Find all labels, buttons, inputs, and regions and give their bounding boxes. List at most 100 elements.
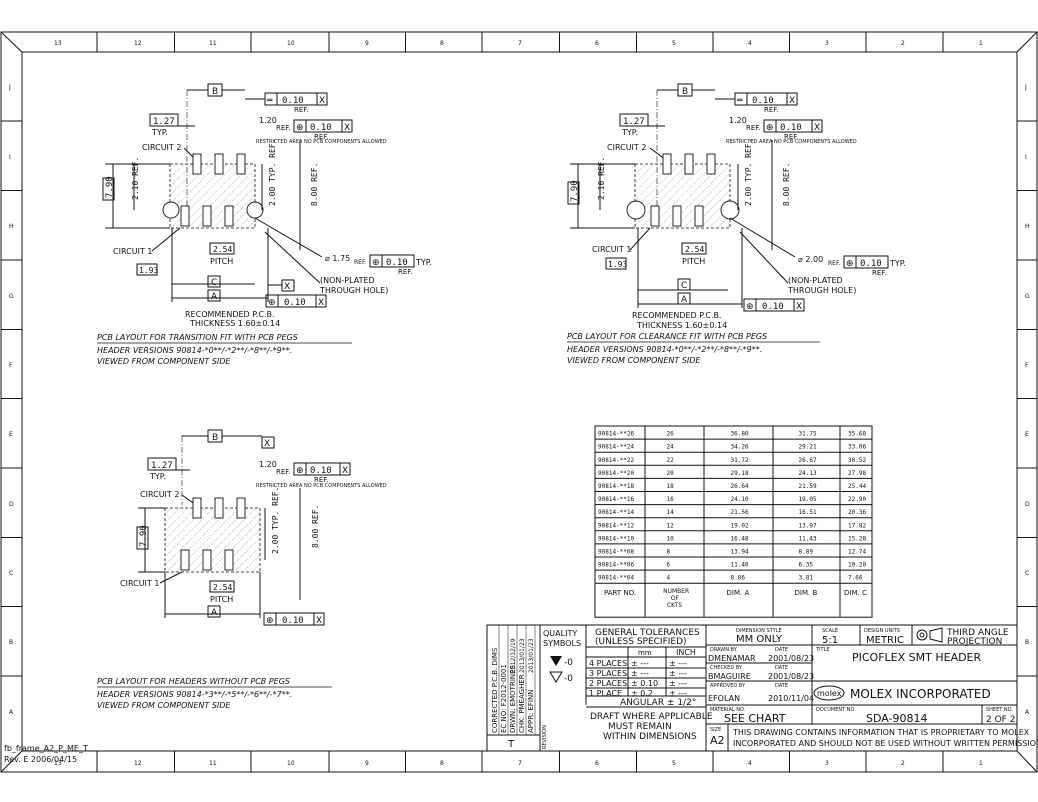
svg-text:VIEWED FROM COMPONENT SIDE: VIEWED FROM COMPONENT SIDE (97, 357, 231, 366)
table-cell: 90814-**14 (598, 509, 635, 516)
svg-text:⊕: ⊕ (766, 123, 774, 133)
revision-date: 2012/12/19 (510, 638, 517, 673)
table-cell: 18 (667, 483, 675, 490)
svg-text:0.10: 0.10 (310, 123, 332, 133)
svg-text:REF.: REF. (398, 268, 412, 276)
svg-text:SYMBOLS: SYMBOLS (543, 639, 581, 648)
zone-col-13: 13 (54, 40, 62, 47)
hole-diameter: ⌀ 1.75 (325, 254, 350, 263)
tolerance-inch: ± --- (669, 669, 687, 678)
zone-col-3: 3 (825, 760, 829, 767)
table-cell: 12.74 (848, 549, 866, 556)
svg-text:REF.: REF. (872, 269, 886, 277)
zone-col-5: 5 (672, 760, 676, 767)
pcb-layout-transition-fit: B ═ 0.10 X REF. 1.27 TYP. 1.20 REF. ⊕ 0.… (97, 83, 432, 366)
revision-date: 2013/01/23 (519, 638, 526, 673)
svg-text:TYP.: TYP. (621, 128, 638, 137)
svg-text:2001/08/23: 2001/08/23 (768, 654, 814, 663)
svg-text:REF.: REF. (276, 468, 290, 476)
table-cell: 90814-**12 (598, 522, 635, 529)
svg-text:INCORPORATED AND SHOULD NOT BE: INCORPORATED AND SHOULD NOT BE USED WITH… (733, 739, 1038, 748)
table-header: DIM. B (795, 589, 818, 597)
tolerance-mm: ± --- (631, 659, 649, 668)
svg-text:⊕: ⊕ (296, 123, 304, 133)
table-header: PART NO. (604, 589, 636, 597)
pcb-layout-clearance-fit: B ═ 0.10 X REF. 1.27 TYP. 1.20 REF. ⊕ 0.… (567, 83, 906, 365)
svg-text:DIMENSION STYLE: DIMENSION STYLE (736, 628, 782, 634)
svg-text:MATERIAL NO.: MATERIAL NO. (710, 707, 746, 713)
zone-row-H: H (9, 223, 14, 230)
table-cell: 29.18 (731, 470, 749, 477)
circuit-2-label: CIRCUIT 2 (142, 143, 181, 152)
table-cell: 90814-**18 (598, 483, 635, 490)
zone-row-B: B (9, 639, 13, 646)
table-cell: 29.21 (799, 444, 817, 451)
svg-text:C: C (681, 281, 687, 291)
table-cell: 30.52 (848, 457, 866, 464)
zone-row-C-right: C (1025, 570, 1029, 577)
svg-text:CHECKED BY: CHECKED BY (710, 665, 743, 671)
revision-entry: CHK: PMEAGHER (518, 674, 526, 733)
svg-text:RECOMMENDED P.C.B.: RECOMMENDED P.C.B. (632, 311, 722, 320)
table-cell: 90814-**04 (598, 575, 635, 582)
zone-row-E-right: E (1025, 431, 1029, 438)
svg-text:DOCUMENT NO.: DOCUMENT NO. (816, 707, 856, 713)
table-cell: 90814-**24 (598, 444, 635, 451)
zone-col-6: 6 (595, 760, 599, 767)
zone-col-12: 12 (134, 760, 142, 767)
table-cell: 25.44 (848, 483, 866, 490)
svg-text:(NON-PLATED: (NON-PLATED (788, 276, 843, 285)
table-cell: 90814-**20 (598, 470, 635, 477)
material-number: SEE CHART (724, 712, 786, 725)
tolerance-inch: ± --- (669, 659, 687, 668)
zone-col-1: 1 (979, 40, 983, 47)
svg-text:1.20: 1.20 (259, 460, 277, 469)
table-cell: 13.97 (799, 522, 817, 529)
svg-text:TYP.: TYP. (889, 259, 906, 268)
svg-text:2010/11/04: 2010/11/04 (768, 694, 814, 703)
svg-text:REF.: REF. (276, 124, 290, 132)
svg-text:REF.: REF. (764, 106, 778, 114)
svg-text:0.10: 0.10 (752, 96, 774, 106)
layout-caption: PCB LAYOUT FOR TRANSITION FIT WITH PCB P… (97, 333, 298, 342)
svg-text:PITCH: PITCH (210, 257, 233, 266)
zone-row-D-right: D (1025, 501, 1030, 508)
svg-text:2.10 REF.: 2.10 REF. (131, 157, 140, 200)
revision-entry: CORRECTED P.C.B. DIMS (491, 647, 499, 733)
svg-text:0.10: 0.10 (282, 616, 304, 626)
svg-text:RECOMMENDED P.C.B.: RECOMMENDED P.C.B. (185, 310, 275, 319)
zone-col-7: 7 (518, 760, 522, 767)
svg-text:1.93: 1.93 (139, 266, 158, 275)
drawn-by: DMENAMAR (708, 654, 756, 663)
table-header: DIM. A (727, 589, 750, 597)
tolerance-mm: ± --- (631, 669, 649, 678)
zone-row-J: J (8, 84, 11, 91)
tolerance-places: 4 PLACES (589, 659, 627, 668)
frame-template-id: fb_frame_A2_P_ME_T (4, 744, 88, 753)
svg-text:RESTRICTED AREA NO PCB COMPONE: RESTRICTED AREA NO PCB COMPONENTS ALLOWE… (256, 483, 387, 489)
svg-text:X: X (264, 439, 270, 449)
zone-row-H-right: H (1025, 223, 1030, 230)
svg-text:ANGULAR ± 1/2°: ANGULAR ± 1/2° (620, 698, 696, 708)
table-cell: 6.35 (799, 562, 814, 569)
pcb-layout-no-pegs: B X 1.27 TYP. 1.20 REF. ⊕ 0.10 X REF. RE… (97, 429, 387, 710)
zone-row-D: D (9, 501, 14, 508)
revision-date: 2013/01/23 (528, 638, 535, 673)
table-cell: 26.67 (799, 457, 817, 464)
svg-text:X: X (344, 123, 350, 133)
frame-revision: Rev. E 2006/04/15 (4, 755, 77, 764)
svg-text:HEADER VERSIONS 90814-*0**/-*2: HEADER VERSIONS 90814-*0**/-*2**/-*8**/-… (567, 345, 762, 354)
third-angle-projection-icon (916, 627, 943, 643)
svg-text:PCB LAYOUT FOR HEADERS WITHOUT: PCB LAYOUT FOR HEADERS WITHOUT PCB PEGS (97, 677, 290, 686)
table-cell: 15.28 (848, 535, 866, 542)
general-tolerances: GENERAL TOLERANCES (595, 628, 700, 638)
svg-text:⊕: ⊕ (372, 258, 380, 268)
table-cell: 90814-**22 (598, 457, 635, 464)
svg-text:HEADER VERSIONS 90814-*3**/-*5: HEADER VERSIONS 90814-*3**/-*5**/-*6**/-… (97, 690, 292, 699)
svg-text:TITLE: TITLE (815, 647, 830, 653)
checked-by: BMAGUIRE (708, 672, 751, 681)
